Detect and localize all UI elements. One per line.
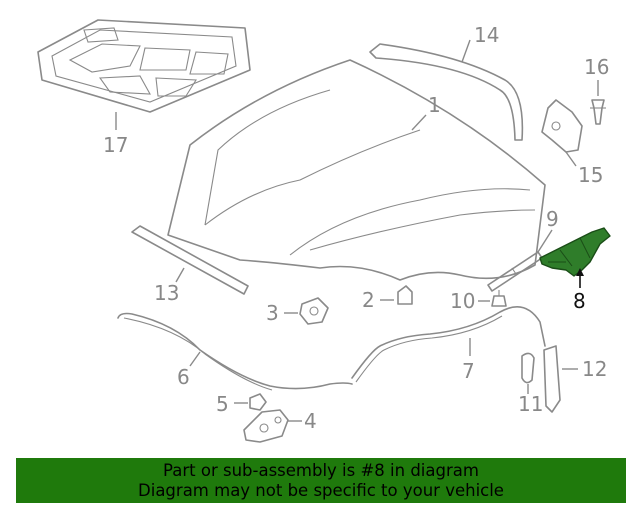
part-1-hood-panel bbox=[167, 59, 546, 281]
part-17-insulation-pad bbox=[37, 19, 251, 113]
banner-line-2: Diagram may not be specific to your vehi… bbox=[138, 481, 504, 500]
part-12-handle-bracket bbox=[543, 345, 561, 413]
callout-7: 7 bbox=[462, 359, 475, 383]
part-7-cable bbox=[351, 306, 546, 383]
callout-arrow-8 bbox=[576, 268, 584, 276]
callout-line-1 bbox=[411, 114, 427, 131]
part-9-gas-strut bbox=[487, 251, 543, 292]
banner-line-1: Part or sub-assembly is #8 in diagram bbox=[163, 461, 479, 480]
callout-12: 12 bbox=[582, 357, 607, 381]
part-6-release-cable bbox=[117, 312, 353, 391]
callout-5: 5 bbox=[216, 392, 229, 416]
callout-17: 17 bbox=[103, 133, 128, 157]
callout-11: 11 bbox=[518, 392, 543, 416]
callout-line-6 bbox=[189, 351, 201, 367]
part-11-handle bbox=[521, 352, 535, 384]
callout-2: 2 bbox=[362, 288, 375, 312]
callout-14: 14 bbox=[474, 23, 499, 47]
part-4-hood-latch bbox=[243, 409, 289, 443]
callout-line-14 bbox=[461, 39, 471, 63]
callout-line-13 bbox=[175, 267, 185, 283]
callout-3: 3 bbox=[266, 301, 279, 325]
part-13-weatherstrip bbox=[131, 225, 249, 295]
callout-line-9 bbox=[537, 229, 553, 253]
part-14-seal-strip bbox=[369, 43, 524, 141]
callout-1: 1 bbox=[428, 93, 441, 117]
callout-9: 9 bbox=[546, 207, 559, 231]
callout-10: 10 bbox=[450, 289, 475, 313]
callout-16: 16 bbox=[584, 55, 609, 79]
callout-8: 8 bbox=[573, 289, 586, 313]
callout-line-15 bbox=[565, 151, 577, 167]
part-5-fastener bbox=[249, 393, 267, 411]
parts-diagram: 17 1 14 16 15 9 8 bbox=[37, 19, 611, 443]
part-15-bracket bbox=[541, 99, 583, 153]
part-16-clip bbox=[590, 99, 606, 125]
info-banner: Part or sub-assembly is #8 in diagram Di… bbox=[16, 458, 626, 503]
part-3-latch-bracket bbox=[299, 297, 329, 325]
part-10-stop bbox=[491, 290, 507, 307]
callout-6: 6 bbox=[177, 365, 190, 389]
part-8-hood-hinge-highlighted bbox=[539, 227, 611, 277]
callout-13: 13 bbox=[154, 281, 179, 305]
callout-4: 4 bbox=[304, 409, 317, 433]
part-2-bumper bbox=[397, 285, 413, 305]
callout-15: 15 bbox=[578, 163, 603, 187]
